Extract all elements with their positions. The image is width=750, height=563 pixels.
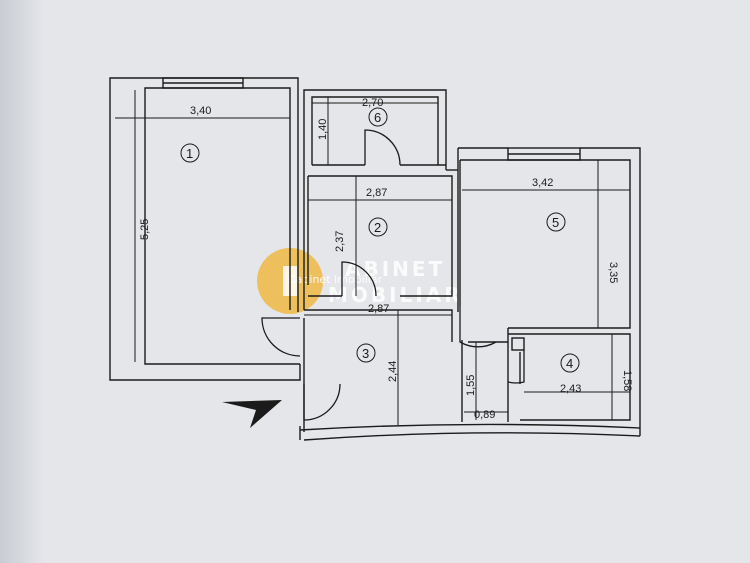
room1-number: 1 [186, 146, 193, 161]
dim-room4-length: 1,58 [621, 370, 633, 391]
room-numbers [180, 107, 580, 373]
room6-inner-wall [311, 96, 439, 165]
dim-room3-length: 2,44 [387, 361, 399, 382]
dim-room6-width: 2,70 [362, 97, 383, 109]
room1-inner-wall [144, 87, 300, 365]
dim-room2-width: 2,87 [366, 187, 387, 199]
room6-number-circle [368, 107, 388, 127]
door-room2 [341, 261, 377, 297]
paper-edge-shadow [0, 0, 44, 563]
room3-number: 3 [362, 346, 369, 361]
room4-wall [508, 333, 631, 421]
watermark: ABINET MOBILIAR Cabinet Imobiliar [257, 248, 463, 314]
dim-room5-width: 3,42 [532, 177, 553, 189]
room3-top-wall [304, 309, 453, 342]
bottom-exterior-wall [299, 423, 641, 431]
room2-wall [308, 175, 453, 297]
dim-room1-length: 5,25 [139, 219, 151, 240]
room5-outer-wall [580, 147, 641, 428]
room2-number: 2 [374, 220, 381, 235]
door-entrance [303, 383, 341, 421]
door-room5 [459, 306, 497, 348]
room6-number: 6 [374, 110, 381, 125]
room5-number: 5 [552, 215, 559, 230]
walls [109, 77, 641, 441]
room4-number: 4 [566, 356, 573, 371]
door-room6 [364, 129, 401, 166]
door-room1 [261, 317, 301, 357]
dim-passage-length: 1,55 [465, 375, 477, 396]
room2-number-circle [368, 217, 388, 237]
dim-room5-length: 3,35 [607, 262, 619, 283]
dim-room6-length: 1,40 [317, 119, 329, 140]
watermark-line2: MOBILIAR [328, 283, 463, 307]
dim-room2-length: 2,37 [334, 231, 346, 252]
dim-room1-width: 3,40 [190, 105, 211, 117]
dim-passage-width: 0,89 [474, 409, 495, 421]
room1-number-circle [180, 143, 200, 163]
dimension-lines [115, 90, 630, 425]
watermark-small-text: Cabinet Imobiliar [288, 273, 383, 286]
watermark-line1: ABINET [345, 257, 445, 281]
dim-room3-width: 2,87 [368, 303, 389, 315]
room3-number-circle [356, 343, 376, 363]
room6-outer-wall [303, 89, 447, 170]
entrance-arrow-icon [222, 400, 282, 428]
room1-outer-wall [109, 77, 301, 381]
room4-number-circle [560, 353, 580, 373]
room5-number-circle [546, 212, 566, 232]
door-room4 [507, 350, 525, 384]
dim-room4-width: 2,43 [560, 383, 581, 395]
dimension-labels: 3,40 5,25 2,70 1,40 2,87 2,37 2,87 2,44 … [139, 97, 633, 421]
